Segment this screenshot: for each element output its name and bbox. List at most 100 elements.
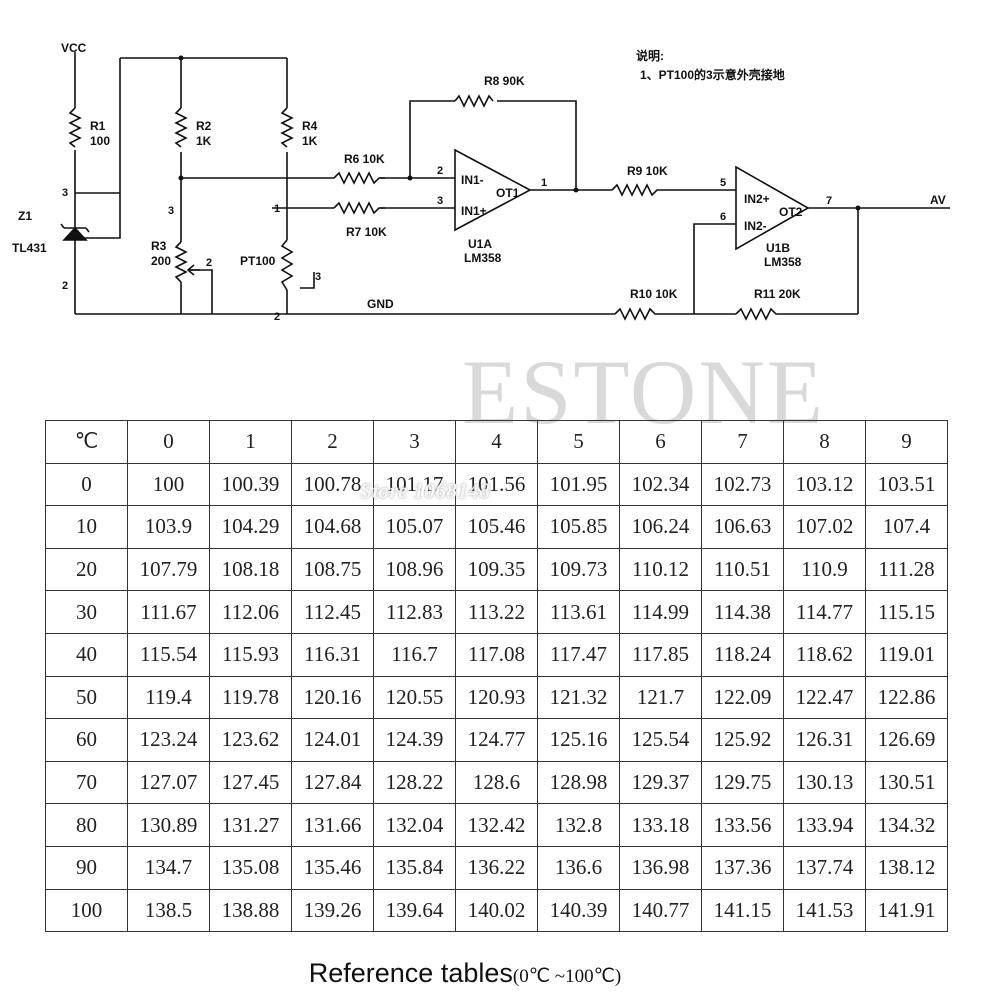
r2-name: R2 <box>196 119 212 133</box>
table-cell: 112.45 <box>291 590 374 634</box>
table-cell: 101.95 <box>537 462 620 507</box>
row-header: 0 <box>45 462 128 507</box>
table-cell: 132.42 <box>455 803 538 847</box>
u1b-pin-6: 6 <box>720 211 726 223</box>
table-cell: 119.78 <box>209 675 292 720</box>
u1b-in-minus: IN2- <box>744 219 767 233</box>
caption-title: Reference tables <box>308 958 513 988</box>
table-cell: 129.37 <box>619 760 702 805</box>
table-cell: 103.51 <box>865 462 948 507</box>
tl431-symbol <box>60 223 90 241</box>
table-cell: 136.6 <box>537 845 620 890</box>
table-cell: 128.98 <box>537 760 620 805</box>
table-cell: 109.73 <box>537 547 620 592</box>
table-cell: 127.84 <box>291 760 374 805</box>
u1a-pin-1: 1 <box>541 177 547 189</box>
row-header: 30 <box>45 590 128 634</box>
caption-range: (0℃ ~100℃) <box>512 966 622 987</box>
gnd-label: GND <box>367 297 394 311</box>
table-cell: 115.54 <box>127 632 210 677</box>
table-cell: 115.15 <box>865 590 948 634</box>
table-cell: 132.04 <box>373 803 456 847</box>
table-cell: 136.22 <box>455 845 538 890</box>
table-cell: 111.28 <box>865 547 948 592</box>
wires <box>74 52 950 315</box>
table-cell: 110.51 <box>701 547 784 592</box>
r6-resistor <box>333 171 385 185</box>
row-header: 70 <box>45 760 128 805</box>
vcc-label: VCC <box>61 41 87 55</box>
u1a-out: OT1 <box>496 186 520 200</box>
u1b-in-plus: IN2+ <box>744 192 770 206</box>
table-cell: 128.6 <box>455 760 538 805</box>
r3-value: 200 <box>151 254 171 268</box>
row-header: 80 <box>45 803 128 847</box>
row-header: 40 <box>45 632 128 677</box>
row-header: 100 <box>45 888 128 933</box>
tl431-label: TL431 <box>12 241 47 255</box>
u1a-part: LM358 <box>464 251 502 265</box>
table-cell: 125.54 <box>619 718 702 762</box>
table-cell: 120.93 <box>455 675 538 720</box>
column-header: 8 <box>783 420 866 464</box>
table-cell: 113.22 <box>455 590 538 634</box>
av-label: AV <box>930 193 946 207</box>
r1-value: 100 <box>90 134 110 148</box>
table-cell: 128.22 <box>373 760 456 805</box>
pt100-sensor <box>280 239 294 291</box>
u1a-in-plus: IN1+ <box>461 204 487 218</box>
r10-resistor <box>614 307 660 321</box>
column-header: 4 <box>455 420 538 464</box>
table-cell: 119.01 <box>865 632 948 677</box>
table-cell: 118.62 <box>783 632 866 677</box>
r2-value: 1K <box>196 134 212 148</box>
pt100-pin-2: 2 <box>274 311 280 323</box>
row-header: 90 <box>45 845 128 890</box>
table-cell: 105.46 <box>455 505 538 549</box>
table-cell: 125.92 <box>701 718 784 762</box>
r4-value: 1K <box>302 134 318 148</box>
row-header: 20 <box>45 547 128 592</box>
table-cell: 104.29 <box>209 505 292 549</box>
table-cell: 107.02 <box>783 505 866 549</box>
table-cell: 141.91 <box>865 888 948 933</box>
r3-potentiometer <box>174 241 188 283</box>
r6-label: R6 10K <box>344 152 385 166</box>
column-header: 9 <box>865 420 948 464</box>
table-header-row: ℃ 0 1 2 3 4 5 6 7 8 9 <box>45 420 948 464</box>
table-cell: 137.36 <box>701 845 784 890</box>
table-cell: 134.7 <box>127 845 210 890</box>
table-cell: 100.39 <box>209 462 292 507</box>
table-cell: 140.77 <box>619 888 702 933</box>
table-cell: 112.06 <box>209 590 292 634</box>
table-cell: 131.27 <box>209 803 292 847</box>
table-cell: 101.17 <box>373 462 456 507</box>
table-cell: 110.12 <box>619 547 702 592</box>
table-cell: 114.38 <box>701 590 784 634</box>
u1a-in-minus: IN1- <box>461 173 484 187</box>
table-cell: 104.68 <box>291 505 374 549</box>
table-cell: 116.7 <box>373 632 456 677</box>
table-cell: 124.01 <box>291 718 374 762</box>
r10-label: R10 10K <box>630 287 678 301</box>
column-header: 2 <box>291 420 374 464</box>
table-cell: 141.53 <box>783 888 866 933</box>
table-cell: 108.75 <box>291 547 374 592</box>
table-cell: 103.9 <box>127 505 210 549</box>
u1a-pin-2: 2 <box>437 165 443 177</box>
table-cell: 136.98 <box>619 845 702 890</box>
table-cell: 138.88 <box>209 888 292 933</box>
table-cell: 116.31 <box>291 632 374 677</box>
u1b-pin-7: 7 <box>826 195 832 207</box>
table-cell: 121.32 <box>537 675 620 720</box>
column-header: 7 <box>701 420 784 464</box>
table-cell: 108.18 <box>209 547 292 592</box>
table-cell: 102.73 <box>701 462 784 507</box>
r9-label: R9 10K <box>627 164 668 178</box>
table-cell: 135.08 <box>209 845 292 890</box>
table-cell: 140.02 <box>455 888 538 933</box>
